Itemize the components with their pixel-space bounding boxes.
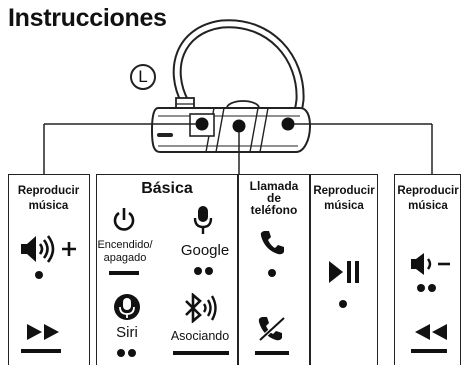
siri-icon <box>114 294 140 320</box>
double-press-dot-1 <box>117 349 125 357</box>
call-title-line1: Llamada <box>249 179 299 193</box>
volume-up-icon <box>21 235 76 263</box>
left-panel-title: Reproducir música <box>9 185 88 212</box>
phone-hangup-icon <box>258 316 286 342</box>
play-pause-icon <box>329 261 359 283</box>
call-section-title: Llamada de teléfono <box>239 180 309 216</box>
double-press-dot-2 <box>428 284 436 292</box>
power-label: Encendido/ apagado <box>95 239 155 265</box>
long-press-bar <box>21 349 61 353</box>
bluetooth-icon <box>185 293 217 323</box>
siri-label: Siri <box>116 324 138 341</box>
single-press-dot <box>35 271 43 279</box>
power-label-line2: apagado <box>103 252 147 264</box>
long-press-bar <box>109 271 139 275</box>
right-panel-title: Reproducir música <box>395 185 461 212</box>
long-press-bar <box>173 351 229 355</box>
double-press-dot-1 <box>417 284 425 292</box>
call-title-line3: teléfono <box>250 203 298 217</box>
long-press-bar <box>411 349 447 353</box>
page-title: Instrucciones <box>8 4 167 32</box>
double-press-dot-1 <box>194 267 202 275</box>
play-title-line1: Reproducir <box>313 185 375 197</box>
single-press-dot <box>339 300 347 308</box>
right-title-line2: música <box>408 200 448 212</box>
google-label: Google <box>180 242 230 259</box>
volume-down-icon <box>411 253 450 275</box>
long-press-bar <box>255 351 289 355</box>
power-label-line1: Encendido/ <box>97 239 153 251</box>
power-icon <box>113 208 135 231</box>
single-press-dot <box>268 269 276 277</box>
right-button-panel: Reproducir música <box>394 174 461 365</box>
double-press-dot-2 <box>128 349 136 357</box>
panel-divider <box>309 175 311 365</box>
left-ear-badge: L <box>130 64 156 90</box>
fast-forward-icon <box>27 324 59 340</box>
play-title-line2: música <box>324 200 364 212</box>
earpiece-illustration <box>43 19 433 174</box>
left-button-panel: Reproducir música <box>8 174 90 365</box>
rewind-icon <box>415 324 447 340</box>
phone-icon <box>260 231 284 255</box>
pair-label: Asociando <box>170 329 230 343</box>
main-button-panel: Básica Encendido/ apagado Google Siri As… <box>96 174 378 365</box>
panel-divider <box>237 175 239 365</box>
left-title-line2: música <box>28 200 69 212</box>
double-press-dot-2 <box>205 267 213 275</box>
play-section-title: Reproducir música <box>310 185 378 212</box>
call-title-line2: de <box>266 191 281 205</box>
right-title-line1: Reproducir <box>397 185 459 197</box>
left-title-line1: Reproducir <box>17 185 80 197</box>
microphone-icon <box>193 206 213 234</box>
basic-section-title: Básica <box>141 180 193 197</box>
